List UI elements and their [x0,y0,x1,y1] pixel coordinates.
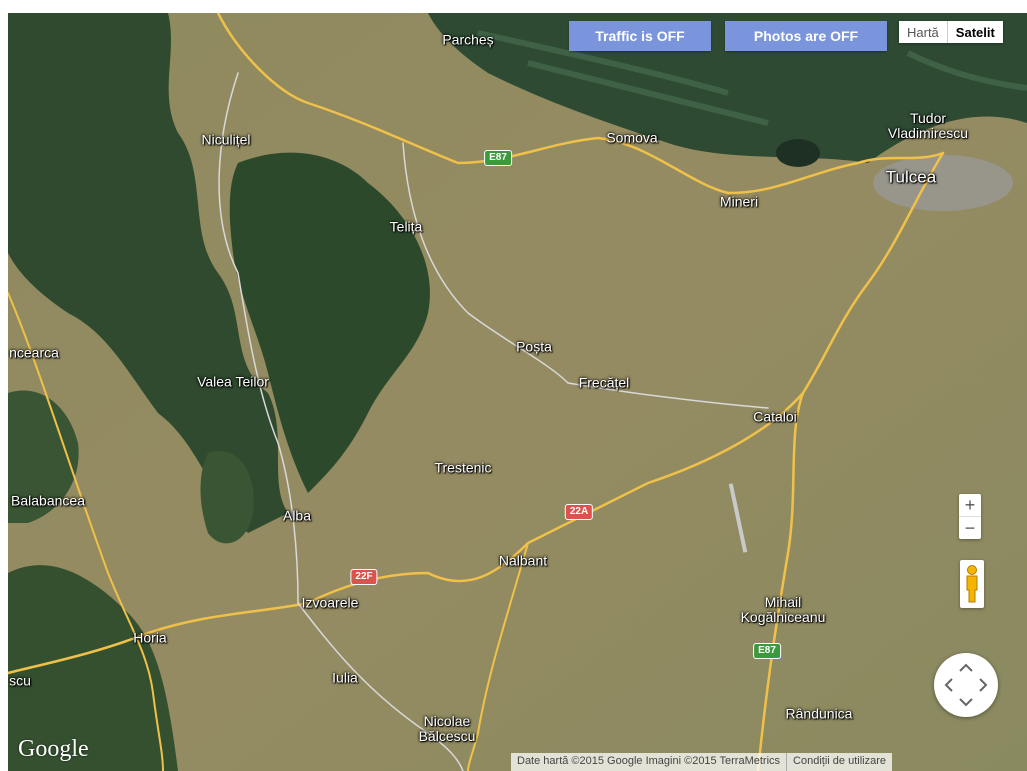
road-22a [8,391,805,675]
place-nicolae-balcescu: Nicolae Bălcescu [418,713,476,744]
map-type-satelit-button[interactable]: Satelit [946,21,1003,43]
place-ncearca: ncearca [9,344,59,361]
map-attribution: Date hartă ©2015 Google Imagini ©2015 Te… [511,753,892,771]
map-type-selector: Hartă Satelit [899,21,1003,43]
place-somova: Somova [606,129,658,146]
zoom-control: + − [959,494,981,539]
road-e87-north [216,13,945,195]
pan-arrows-icon [944,663,988,707]
place-trestenic: Trestenic [434,459,492,476]
road-local-3 [297,602,464,771]
map-terrain [8,13,1027,771]
pan-control[interactable] [934,653,998,717]
place-balabancea: Balabancea [11,492,85,509]
place-cataloi: Cataloi [753,408,797,425]
road-south [467,542,529,771]
zoom-out-button[interactable]: − [964,517,976,538]
place-frecatel: Frecățel [578,374,630,391]
road-e87-south [756,151,945,771]
photos-toggle-button[interactable]: Photos are OFF [725,21,887,51]
place-mineri: Mineri [719,193,759,210]
place-nalbant: Nalbant [498,552,548,569]
place-iulia: Iulia [332,669,358,686]
road-shield-22f: 22F [350,569,378,585]
place-mihail-kogalniceanu: Mihail Kogălniceanu [740,594,826,625]
zoom-in-button[interactable]: + [964,494,976,515]
place-tulcea: Tulcea [885,167,937,187]
place-posta: Poșta [516,338,552,355]
road-local-1 [402,142,769,409]
street-view-pegman[interactable] [960,560,984,608]
place-tudor-vladimirescu: Tudor Vladimirescu [887,110,969,141]
place-telita: Telița [389,218,423,235]
place-scu: scu [9,672,31,689]
forest-center [229,152,430,493]
forest-patches [8,390,254,544]
road-shield-e87-south: E87 [753,643,781,659]
traffic-toggle-button[interactable]: Traffic is OFF [569,21,711,51]
map-type-harta-button[interactable]: Hartă [907,24,939,40]
place-alba: Alba [282,507,312,524]
place-horia: Horia [133,629,167,646]
tulcea-city [873,155,1013,211]
place-niculitel: Niculițel [201,131,251,148]
satellite-map[interactable]: Parcheș Niculițel Somova Tudor Vladimire… [8,13,1027,771]
forest-west [8,13,288,533]
google-logo[interactable]: Google [18,736,89,762]
zoom-divider [959,516,981,517]
attribution-divider [786,753,788,771]
lake [776,139,820,167]
road-shield-22a: 22A [564,504,594,520]
roads [8,13,945,771]
attribution-text: Date hartă ©2015 Google Imagini ©2015 Te… [511,753,787,771]
forest-south-west [8,565,178,771]
road-local-4 [8,292,164,771]
delta-channels [477,30,1027,126]
place-valea-teilor: Valea Teilor [197,373,269,390]
pegman-icon [966,565,978,603]
terms-link[interactable]: Condiții de utilizare [787,753,892,771]
place-randunica: Rândunica [785,705,853,722]
road-shield-e87-north: E87 [484,150,512,166]
airstrip [728,483,748,553]
place-parches: Parcheș [442,31,494,48]
place-izvoarele: Izvoarele [301,594,359,611]
road-local-2 [218,72,299,604]
